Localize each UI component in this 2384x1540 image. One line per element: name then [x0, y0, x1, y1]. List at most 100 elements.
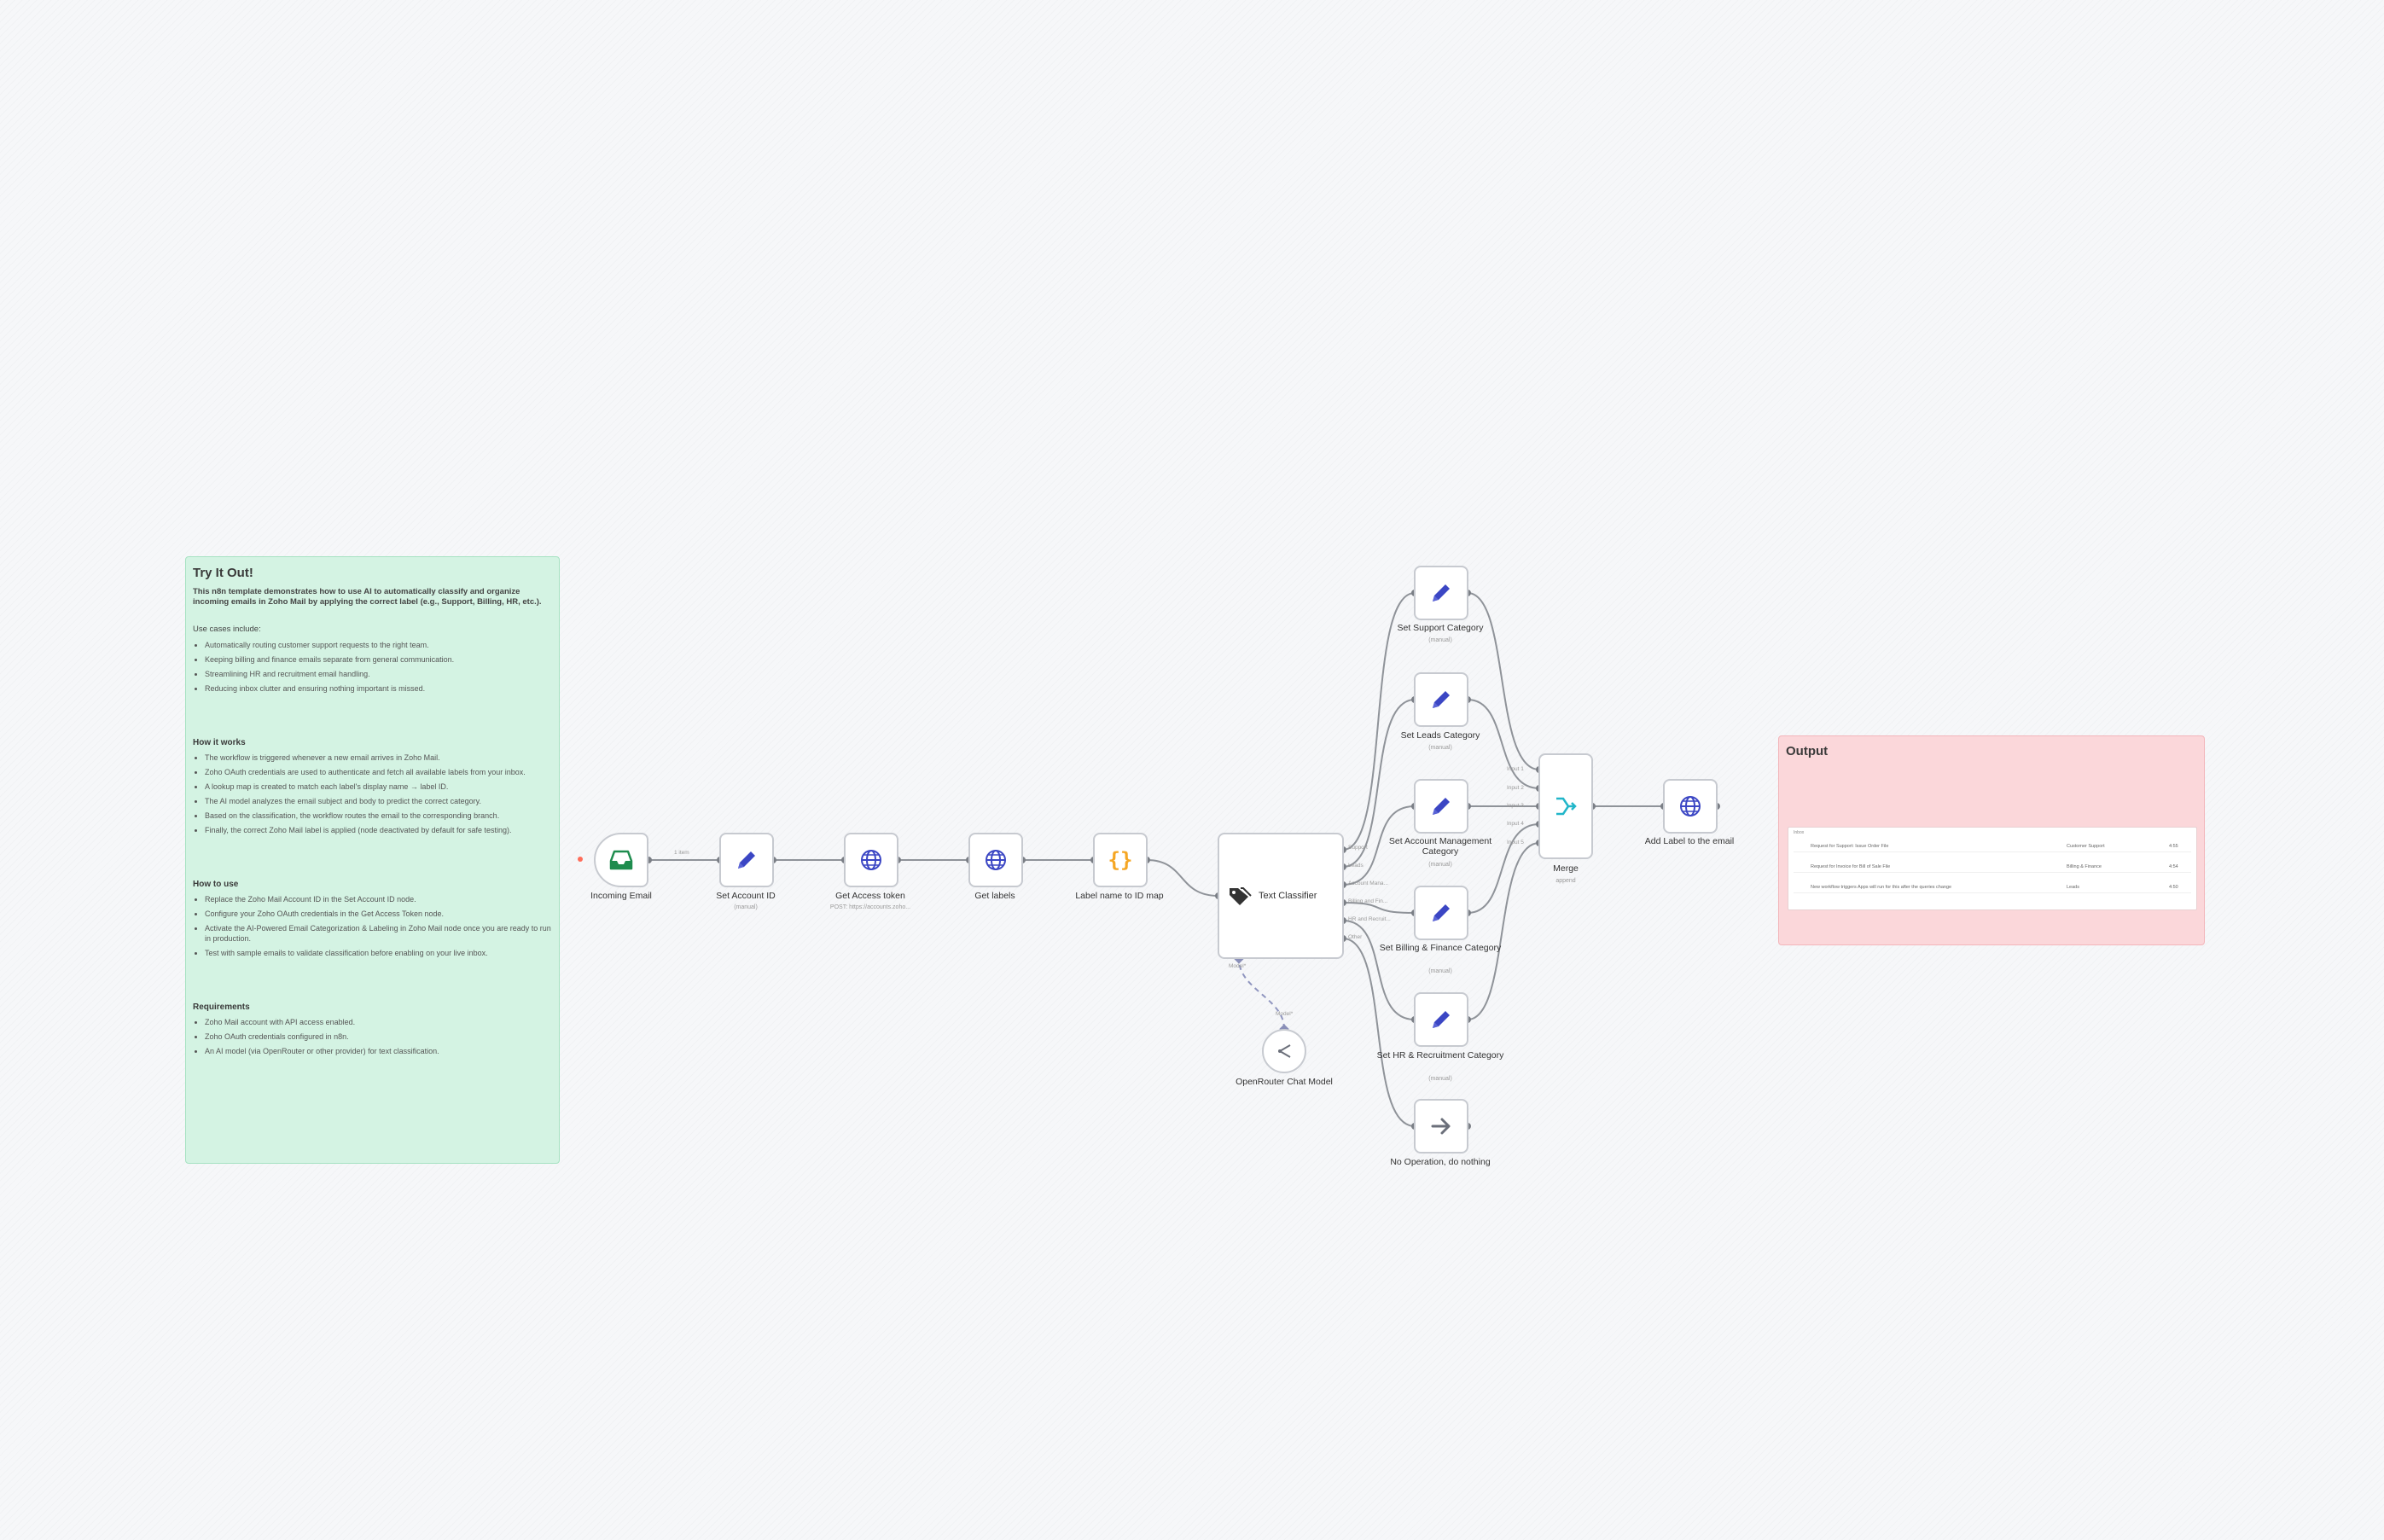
row-tag: Customer Support — [2067, 844, 2105, 849]
edge-support-to-merge — [1467, 592, 1540, 770]
node-subtitle: POST: https://accounts.zoho... — [829, 904, 911, 910]
edge-label-merge-input-0: Input 1 — [1507, 766, 1524, 772]
table-row: New workflow triggers Apps will run for … — [1794, 882, 2191, 893]
sticky-note-try-it-out[interactable]: Try It Out! This n8n template demonstrat… — [185, 556, 560, 1164]
list-item: The AI model analyzes the email subject … — [205, 796, 552, 806]
edge-label-merge-input-3: Input 4 — [1507, 821, 1524, 827]
edge-label-class-3: Billing and Fin... — [1348, 898, 1388, 904]
edge-label-merge-input-1: Input 2 — [1507, 785, 1524, 791]
table-row: Request for Support: Issue Order File Cu… — [1794, 841, 2191, 852]
how-to-use-list: Replace the Zoho Mail Account ID in the … — [193, 894, 552, 958]
globe-icon — [986, 850, 1006, 870]
node-subtitle: (manual) — [1428, 637, 1452, 643]
output-screenshot: Inbox Request for Support: Issue Order F… — [1788, 827, 2197, 910]
list-item: A lookup map is created to match each la… — [205, 782, 552, 792]
sticky-intro-text: This n8n template demonstrates how to us… — [193, 587, 542, 607]
code-braces-icon: {} — [1108, 848, 1133, 872]
ports — [645, 590, 1720, 1130]
list-item: Activate the AI-Powered Email Categoriza… — [205, 923, 552, 944]
node-get-access-token[interactable] — [844, 833, 898, 887]
list-item: The workflow is triggered whenever a new… — [205, 753, 552, 763]
node-label: Set Leads Category — [1400, 730, 1480, 741]
list-item: Streamlining HR and recruitment email ha… — [205, 669, 552, 679]
node-openrouter-chat-model[interactable] — [1262, 1029, 1306, 1073]
edge-label-class-0: Support — [1348, 845, 1368, 851]
sticky-title: Try It Out! — [193, 566, 253, 580]
node-text-classifier[interactable]: Text Classifier — [1218, 833, 1344, 959]
row-subject: Request for Support: Issue Order File — [1811, 844, 1889, 849]
list-item: Reducing inbox clutter and ensuring noth… — [205, 683, 552, 694]
row-subject: Request for Invoice for Bill of Sale Fil… — [1811, 864, 1891, 869]
node-incoming-email[interactable] — [594, 833, 648, 887]
list-item: An AI model (via OpenRouter or other pro… — [205, 1046, 552, 1056]
node-label: Label name to ID map — [1075, 891, 1164, 901]
list-item: Zoho OAuth credentials configured in n8n… — [205, 1032, 552, 1042]
inbox-icon — [609, 850, 633, 870]
trigger-indicator — [578, 857, 583, 862]
node-subtitle: (manual) — [1428, 968, 1452, 974]
row-time: 4:55 — [2169, 844, 2178, 849]
how-it-works-heading: How it works — [193, 738, 246, 747]
edge-label-model-out: Model* — [1276, 1011, 1294, 1017]
node-label: Get labels — [974, 891, 1015, 901]
pencil-icon — [1433, 691, 1450, 708]
row-time: 4:50 — [2169, 885, 2178, 890]
edge-label-model: Model* — [1229, 963, 1247, 969]
node-subtitle: (manual) — [1428, 1076, 1452, 1082]
node-set-billing-finance-category[interactable] — [1414, 886, 1468, 940]
node-set-support-category[interactable] — [1414, 566, 1468, 620]
how-it-works-list: The workflow is triggered whenever a new… — [193, 753, 552, 835]
node-add-label-to-email[interactable] — [1663, 779, 1718, 834]
edge-leads-to-merge — [1467, 699, 1540, 789]
node-merge[interactable] — [1538, 753, 1593, 859]
tags-icon — [1230, 887, 1252, 905]
output-table-header: Inbox — [1794, 830, 1805, 835]
node-subtitle: (manual) — [1428, 745, 1452, 751]
list-item: Automatically routing customer support r… — [205, 640, 552, 650]
sticky-title: Output — [1786, 744, 1829, 758]
list-item: Zoho OAuth credentials are used to authe… — [205, 767, 552, 777]
row-time: 4:54 — [2169, 864, 2178, 869]
pencil-icon — [1433, 798, 1450, 815]
edge-label-class-1: Leads — [1348, 863, 1364, 869]
node-label: Add Label to the email — [1644, 836, 1735, 846]
list-item: Replace the Zoho Mail Account ID in the … — [205, 894, 552, 904]
requirements-list: Zoho Mail account with API access enable… — [193, 1017, 552, 1056]
use-cases-heading: Use cases include: — [193, 625, 261, 634]
use-cases-list: Automatically routing customer support r… — [193, 640, 552, 694]
row-subject: New workflow triggers Apps will run for … — [1811, 885, 1952, 890]
svg-text:{}: {} — [1108, 848, 1133, 872]
pencil-icon — [738, 851, 755, 869]
node-no-operation[interactable] — [1414, 1099, 1468, 1154]
edge-class-other — [1342, 938, 1416, 1127]
row-tag: Billing & Finance — [2067, 864, 2102, 869]
sticky-note-output[interactable]: Output Inbox Request for Support: Issue … — [1778, 735, 2205, 945]
list-item: Based on the classification, the workflo… — [205, 811, 552, 821]
edge-label-class-2: Account Mana... — [1348, 880, 1388, 886]
pencil-icon — [1433, 904, 1450, 921]
node-set-leads-category[interactable] — [1414, 672, 1468, 727]
node-label: Set HR & Recruitment Category — [1376, 1050, 1504, 1061]
node-label: Text Classifier — [1259, 891, 1317, 901]
edge-label-items: 1 item — [674, 850, 689, 856]
node-label: Get Access token — [835, 891, 905, 901]
edge-label-class-4: HR and Recruit... — [1348, 916, 1391, 922]
node-label: Incoming Email — [590, 891, 652, 901]
node-label: Merge — [1553, 863, 1579, 874]
node-label-map[interactable]: {} — [1093, 833, 1148, 887]
merge-icon — [1556, 797, 1577, 816]
node-set-account-id[interactable] — [719, 833, 774, 887]
node-label: No Operation, do nothing — [1390, 1157, 1491, 1167]
node-label: Set Account ID — [716, 891, 776, 901]
node-label: Set Billing & Finance Category — [1379, 943, 1502, 953]
edge-label-class-5: Other — [1348, 934, 1363, 940]
node-set-hr-recruitment-category[interactable] — [1414, 992, 1468, 1047]
globe-icon — [861, 850, 881, 870]
pencil-icon — [1433, 1011, 1450, 1028]
edge-label-merge-input-2: Input 3 — [1507, 803, 1524, 809]
node-set-account-management-category[interactable] — [1414, 779, 1468, 834]
node-get-labels[interactable] — [968, 833, 1023, 887]
list-item: Finally, the correct Zoho Mail label is … — [205, 825, 552, 835]
node-label: Set Support Category — [1397, 623, 1484, 633]
